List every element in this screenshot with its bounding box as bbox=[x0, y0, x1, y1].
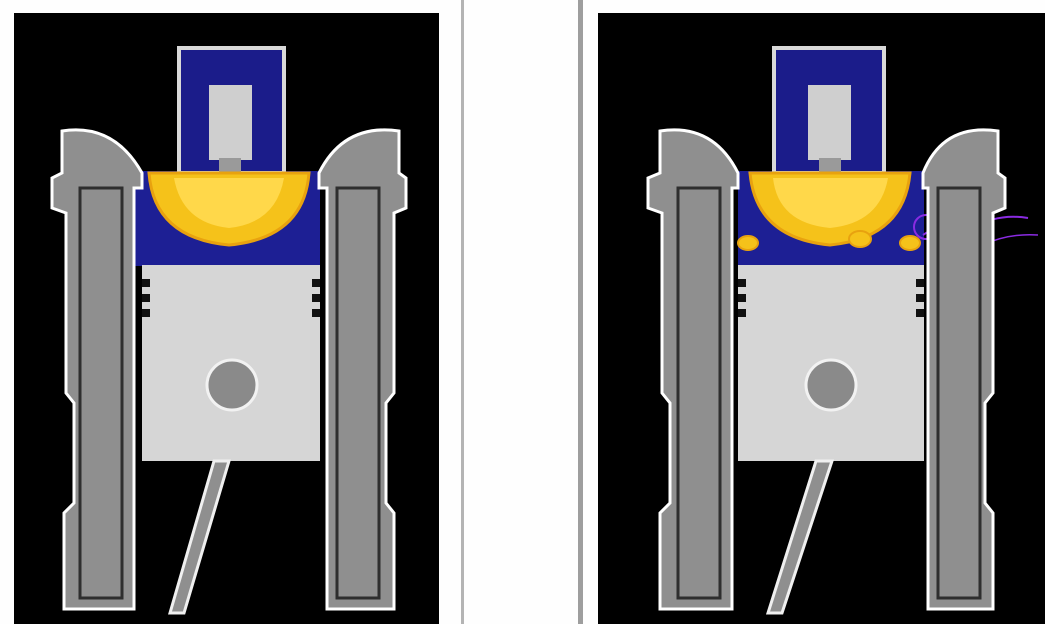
cylinder-wall-right bbox=[319, 130, 406, 609]
spark-plug-electrode bbox=[819, 158, 841, 172]
wrist-pin-icon bbox=[207, 360, 257, 410]
piston-ring bbox=[142, 294, 150, 302]
piston-ring bbox=[312, 279, 320, 287]
engine-diagram-normal bbox=[14, 13, 439, 624]
knock-hotspot bbox=[849, 231, 871, 247]
knock-combustion-panel bbox=[598, 13, 1045, 624]
piston-ring bbox=[916, 294, 924, 302]
normal-combustion-panel bbox=[14, 13, 439, 624]
wrist-pin-icon bbox=[806, 360, 856, 410]
piston-ring bbox=[142, 279, 150, 287]
piston-ring bbox=[312, 309, 320, 317]
piston-ring bbox=[916, 279, 924, 287]
spark-plug-icon bbox=[808, 85, 851, 160]
cylinder-wall-left bbox=[648, 130, 738, 609]
cylinder-wall-left bbox=[52, 130, 142, 609]
spark-plug-icon bbox=[209, 85, 252, 160]
piston-ring bbox=[142, 309, 150, 317]
connecting-rod-icon bbox=[170, 461, 229, 613]
connecting-rod-icon bbox=[768, 461, 832, 613]
piston-ring bbox=[738, 294, 746, 302]
piston-ring bbox=[738, 309, 746, 317]
separator-line bbox=[461, 0, 464, 624]
spark-plug-electrode bbox=[219, 158, 241, 172]
piston-ring bbox=[916, 309, 924, 317]
knock-hotspot bbox=[738, 236, 758, 250]
separator-line bbox=[578, 0, 583, 624]
cylinder-wall-right bbox=[923, 130, 1005, 609]
piston-ring bbox=[738, 279, 746, 287]
engine-diagram-knock bbox=[598, 13, 1045, 624]
knock-hotspot bbox=[900, 236, 920, 250]
piston-ring bbox=[312, 294, 320, 302]
